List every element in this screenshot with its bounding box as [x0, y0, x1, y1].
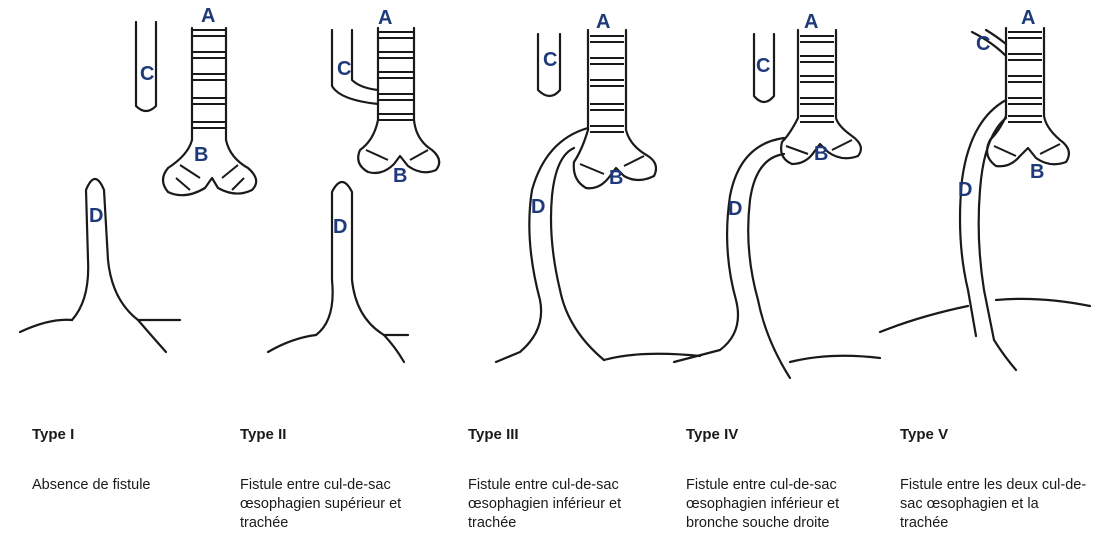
label-d-2: D — [333, 216, 347, 238]
label-a-3: A — [596, 11, 610, 33]
panel-type-1-drawing — [20, 22, 256, 352]
label-c-5: C — [976, 33, 990, 55]
panel-type-4-drawing — [674, 30, 880, 378]
label-d-3: D — [531, 196, 545, 218]
caption-type-3-title: Type III — [468, 426, 519, 443]
caption-type-1-description: Absence de fistule — [32, 476, 232, 495]
label-b-1: B — [194, 144, 208, 166]
label-b-2: B — [393, 165, 407, 187]
panel-type-3-drawing — [496, 30, 700, 362]
caption-type-1-title: Type I — [32, 426, 74, 443]
esophageal-atresia-diagram: A B C D A B C D A — [0, 0, 1094, 400]
label-c-4: C — [756, 55, 770, 77]
caption-type-2-description: Fistule entre cul-de-sac œsophagien supé… — [240, 476, 425, 533]
caption-type-2-title: Type II — [240, 426, 286, 443]
panel-type-2-drawing — [268, 28, 439, 362]
caption-type-5-description: Fistule entre les deux cul-de-sac œsopha… — [900, 476, 1090, 533]
label-d-4: D — [728, 198, 742, 220]
label-c-3: C — [543, 49, 557, 71]
caption-type-4-description: Fistule entre cul-de-sac œsophagien infé… — [686, 476, 876, 533]
label-a-5: A — [1021, 7, 1035, 29]
label-d-1: D — [89, 205, 103, 227]
label-b-4: B — [814, 143, 828, 165]
label-a-1: A — [201, 5, 215, 27]
label-c-2: C — [337, 58, 351, 80]
caption-type-5-title: Type V — [900, 426, 948, 443]
label-a-2: A — [378, 7, 392, 29]
label-c-1: C — [140, 63, 154, 85]
label-a-4: A — [804, 11, 818, 33]
label-d-5: D — [958, 179, 972, 201]
label-b-5: B — [1030, 161, 1044, 183]
label-b-3: B — [609, 167, 623, 189]
caption-type-4-title: Type IV — [686, 426, 738, 443]
caption-type-3-description: Fistule entre cul-de-sac œsophagien infé… — [468, 476, 658, 533]
panel-type-5-drawing — [880, 28, 1090, 370]
